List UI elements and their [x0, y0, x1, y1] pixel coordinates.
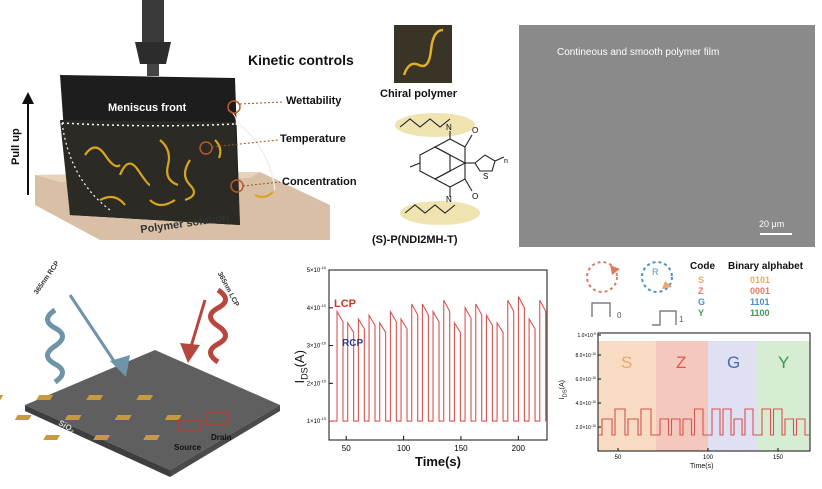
code-xtick-label: 150	[773, 455, 784, 461]
film-caption: Contineous and smooth polymer film	[557, 47, 720, 58]
compound-name-label: (S)-P(NDI2MH-T)	[372, 234, 458, 246]
rcp-series-label: RCP	[342, 338, 364, 349]
code-chart: 1.0×10-9 8.0×10-10 6.0×10-10 4.0×10-10 2.0×1…	[576, 332, 811, 461]
chiral-polymer-image	[394, 25, 452, 83]
code-ytick-label: 1.0×10-9	[577, 332, 596, 339]
source-label: Source	[174, 443, 202, 452]
rcp-rotation-icon	[641, 261, 673, 293]
code-xtick-label: 100	[703, 455, 714, 461]
plot-frame	[328, 269, 548, 441]
code-letter: S	[698, 275, 705, 285]
code-plot-frame	[597, 332, 811, 452]
code-segment-letter: S	[621, 353, 633, 372]
atom-o-1: O	[472, 126, 478, 135]
code-letter: Z	[698, 286, 704, 296]
dip-coating-illustration	[22, 0, 330, 240]
current-ytick-label: 2×10-10	[307, 378, 327, 387]
kinetic-controls-title: Kinetic controls	[248, 52, 354, 68]
code-segment-letter: G	[727, 353, 741, 372]
code-series-line	[598, 408, 810, 436]
pull-up-label: Pull up	[10, 128, 22, 165]
code-segment-bg	[598, 341, 656, 451]
code-ytick-label: 4.0×10-10	[576, 400, 597, 407]
lcp-rotation-icon	[586, 261, 618, 293]
concentration-label: Concentration	[282, 176, 357, 188]
code-ytick-label: 8.0×10-10	[576, 352, 597, 359]
chiral-polymer-label: Chiral polymer	[380, 88, 458, 100]
alphabet-header: Binary alphabet	[728, 261, 804, 272]
lcp-series-label: LCP	[334, 298, 356, 310]
electrode-pads	[0, 395, 182, 440]
scale-bar	[760, 233, 792, 235]
code-bits: 0001	[750, 286, 771, 296]
code-bits: 1100	[750, 308, 770, 318]
current-ytick-label: 4×10-10	[307, 303, 327, 312]
code-xtick-label: 50	[615, 455, 622, 461]
code-ytick-label: 6.0×10-10	[576, 376, 597, 383]
chiral-polymer-panel: Chiral polymer N N O O S n (S)-P(NDI2MH-…	[372, 0, 510, 250]
code-row: Z 0001	[690, 286, 820, 297]
code-segment-bg	[708, 341, 758, 451]
code-segment-letter: Z	[676, 353, 687, 372]
pulse-zero-label: 0	[617, 311, 622, 320]
pull-up-arrow-icon	[22, 92, 34, 104]
pulse-zero-icon	[591, 302, 611, 317]
code-xlabel: Time(s)	[690, 463, 714, 470]
wettability-label: Wettability	[286, 95, 342, 107]
current-series-line	[329, 296, 547, 422]
code-letter: G	[698, 297, 706, 307]
holder-rod	[142, 0, 164, 42]
code-row: G 1101	[690, 297, 820, 308]
code-bits: 0101	[750, 275, 771, 285]
current-ytick-label: 3×10-10	[307, 341, 327, 350]
code-segment-bg	[758, 341, 810, 451]
code-row: S 0101	[690, 275, 820, 286]
scale-bar-label: 20 μm	[759, 219, 785, 229]
theta-label: θ	[240, 116, 246, 127]
meniscus-front-label: Meniscus front	[108, 102, 187, 114]
code-ytick-label: 2.0×10-10	[576, 424, 597, 431]
lcp-beam-icon	[188, 287, 228, 365]
current-chart-panel: 1×10-10 2×10-10 3×10-10 4×10-10 5×10-10 50 10…	[290, 258, 560, 484]
pulse-one-icon	[652, 310, 677, 326]
current-xtick-label: 50	[342, 444, 351, 453]
code-segment-bg	[656, 341, 708, 451]
current-xtick-label: 100	[397, 444, 411, 453]
code-bits: 1101	[750, 297, 770, 307]
device-substrate	[25, 350, 280, 470]
drain-label: Drain	[211, 433, 232, 442]
current-xlabel: Time(s)	[415, 454, 461, 469]
temperature-label: Temperature	[280, 133, 346, 145]
pulse-one-label: 1	[679, 315, 684, 324]
dip-coating-panel: Pull up Meniscus front Polymer solution …	[0, 0, 380, 250]
current-ylabel: IDS(A)	[291, 350, 310, 384]
current-xtick-label: 200	[512, 444, 526, 453]
holder-clamp	[135, 42, 171, 64]
code-row: Y 1100	[690, 308, 820, 319]
svg-text:R: R	[652, 267, 659, 277]
current-ytick-label: 5×10-10	[307, 265, 327, 274]
subscript-n: n	[504, 158, 508, 165]
device-panel: 365nm RCP 365nm LCP SiO₂ Source Drain	[0, 255, 290, 484]
polymer-chains	[84, 139, 274, 207]
code-header: Code	[690, 261, 715, 272]
code-letter: Y	[698, 308, 705, 318]
ndi-structure-diagram: N N O O S n	[395, 113, 508, 225]
code-ylabel: IDS(A)	[559, 379, 569, 400]
current-ytick-label: 1×10-10	[307, 416, 327, 425]
atom-n-bottom: N	[446, 195, 452, 204]
current-time-chart: 1×10-10 2×10-10 3×10-10 4×10-10 5×10-10 50 10…	[307, 265, 548, 453]
atom-o-2: O	[472, 192, 478, 201]
binary-legend-graphics: R	[586, 261, 677, 326]
atom-n-top: N	[446, 123, 452, 132]
polymer-film-image: Contineous and smooth polymer film 20 μm	[519, 25, 815, 247]
device-illustration	[0, 287, 280, 477]
code-segment-letter: Y	[778, 353, 790, 372]
current-xtick-label: 150	[454, 444, 468, 453]
atom-s: S	[483, 172, 488, 181]
rcp-beam-icon	[45, 294, 120, 385]
